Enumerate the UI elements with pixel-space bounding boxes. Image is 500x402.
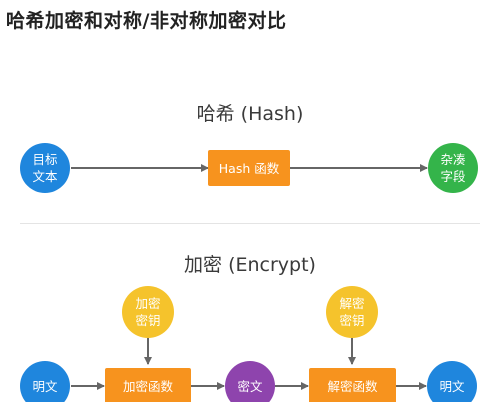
decrypt-key-label: 解密密钥 xyxy=(339,296,365,328)
hash-source-label: 目标文本 xyxy=(32,152,58,184)
decrypt-function-node: 解密函数 xyxy=(309,368,396,402)
encrypt-key-label: 加密密钥 xyxy=(135,296,161,328)
hash-section-title: 哈希 (Hash) xyxy=(196,103,304,125)
hash-vs-encryption-diagram: 哈希 (Hash) 目标文本 Hash 函数 杂凑字段 加密 (Encrypt)… xyxy=(0,72,500,402)
hash-function-node: Hash 函数 xyxy=(208,150,290,186)
ciphertext-node: 密文 xyxy=(225,361,275,402)
hash-function-label: Hash 函数 xyxy=(218,160,280,176)
section-divider xyxy=(20,223,480,224)
decrypt-key-node: 解密密钥 xyxy=(326,286,378,338)
encrypt-function-label: 加密函数 xyxy=(122,378,173,394)
hash-output-node: 杂凑字段 xyxy=(428,143,478,193)
plaintext-output-label: 明文 xyxy=(439,378,465,394)
encrypt-function-node: 加密函数 xyxy=(105,368,191,402)
plaintext-input-node: 明文 xyxy=(20,361,70,402)
decrypt-function-label: 解密函数 xyxy=(327,378,378,394)
encrypt-section-title: 加密 (Encrypt) xyxy=(184,254,316,276)
diagram-connectors xyxy=(71,164,428,390)
ciphertext-label: 密文 xyxy=(237,378,263,394)
page-title: 哈希加密和对称/非对称加密对比 xyxy=(6,10,287,32)
plaintext-input-label: 明文 xyxy=(32,378,58,394)
plaintext-output-node: 明文 xyxy=(427,361,477,402)
hash-output-label: 杂凑字段 xyxy=(440,152,466,184)
encrypt-key-node: 加密密钥 xyxy=(122,286,174,338)
hash-source-node: 目标文本 xyxy=(20,143,70,193)
